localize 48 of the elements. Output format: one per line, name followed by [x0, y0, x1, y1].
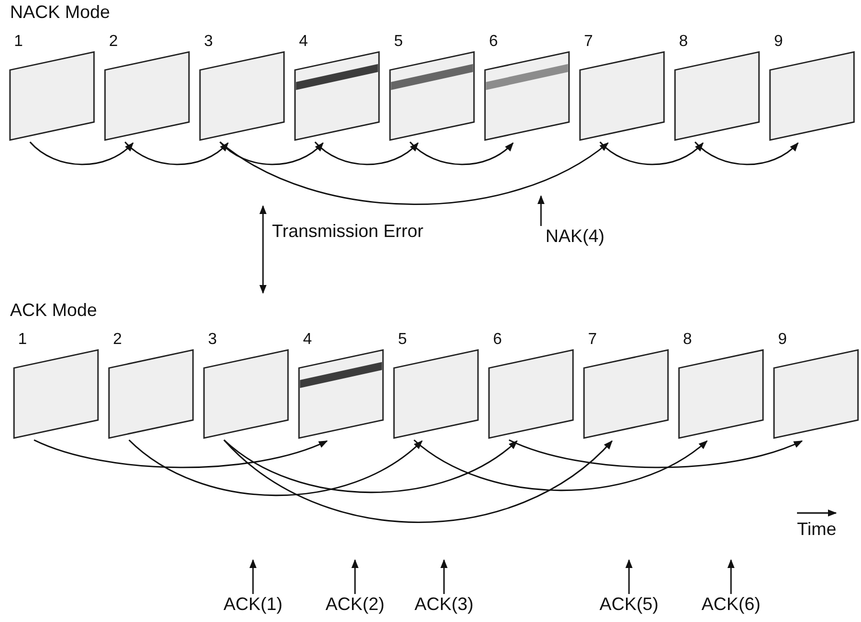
feedback-message: ACK(6)	[691, 594, 771, 614]
mode-heading: NACK Mode	[10, 2, 110, 23]
feedback-message: ACK(1)	[213, 594, 293, 614]
feedback-message: ACK(2)	[315, 594, 395, 614]
arrow	[124, 142, 229, 166]
arrow	[314, 142, 419, 166]
arrow	[224, 440, 613, 523]
arrow	[249, 559, 257, 594]
arrow	[537, 195, 545, 226]
frame-number: 1	[14, 34, 23, 50]
arrow	[727, 559, 735, 594]
arrow	[694, 142, 799, 166]
arrow	[351, 559, 359, 594]
arrow	[224, 439, 518, 493]
mode-heading: ACK Mode	[10, 300, 98, 321]
frame-number: 6	[493, 332, 502, 348]
frame-number: 5	[398, 332, 407, 348]
arrow	[220, 142, 324, 166]
frame-number: 6	[489, 34, 498, 50]
arrow	[30, 142, 134, 166]
frame-number: 3	[208, 332, 217, 348]
arrow	[440, 559, 448, 594]
arrow	[625, 559, 633, 594]
time-axis-label: Time	[797, 519, 836, 539]
frame-number: 8	[679, 34, 688, 50]
frame-number: 7	[584, 34, 593, 50]
frame-number: 4	[299, 34, 308, 50]
frame-number: 3	[204, 34, 213, 50]
frame-number: 1	[18, 332, 27, 348]
frame-number: 2	[109, 34, 118, 50]
frame-number: 7	[588, 332, 597, 348]
arrow	[220, 141, 609, 205]
frame-number: 4	[303, 332, 312, 348]
frame-number: 2	[113, 332, 122, 348]
feedback-message: ACK(3)	[404, 594, 484, 614]
arrow	[34, 439, 328, 468]
frame-number: 8	[683, 332, 692, 348]
frame-number: 5	[394, 34, 403, 50]
frame-number: 9	[778, 332, 787, 348]
arrow	[410, 142, 514, 166]
frame-number: 9	[774, 34, 783, 50]
arrow	[600, 142, 704, 166]
arrow	[508, 439, 803, 468]
error-label: Transmission Error	[272, 221, 424, 241]
arrow	[414, 439, 708, 491]
feedback-message: ACK(5)	[589, 594, 669, 614]
feedback-message: NAK(4)	[535, 226, 615, 246]
arrow	[128, 439, 423, 496]
